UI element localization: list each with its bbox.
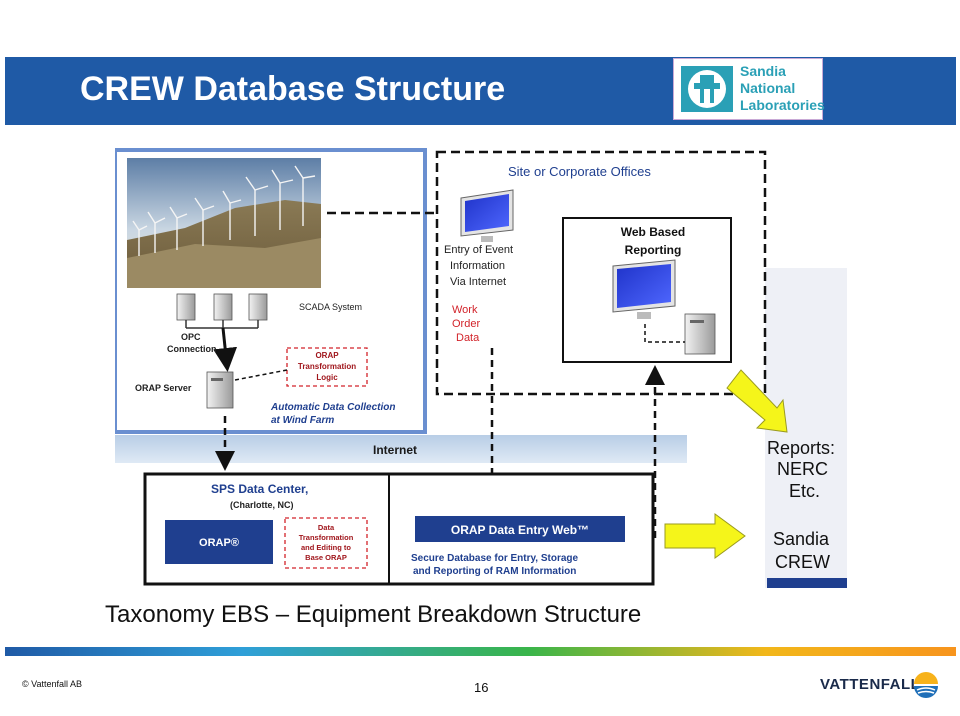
- logo-text: Sandia National Laboratories: [740, 63, 825, 113]
- entry-label-2: Information: [450, 260, 505, 272]
- sps-title-2: (Charlotte, NC): [230, 500, 294, 510]
- entry-label-1: Entry of Event: [444, 244, 513, 256]
- crew-diagram: SCADA System OPC Connection ORAP Server …: [115, 148, 847, 588]
- data-transform-2: Transformation: [299, 533, 354, 542]
- orap-box: [165, 520, 273, 564]
- reports-label-2: NERC: [777, 459, 828, 479]
- orap-transform-1: ORAP: [315, 351, 339, 360]
- orap-entry-label: ORAP Data Entry Web™: [451, 523, 589, 537]
- internet-label: Internet: [373, 443, 417, 457]
- scada-servers: [176, 293, 268, 329]
- data-transform-4: Base ORAP: [305, 553, 347, 562]
- work-order-2: Order: [452, 318, 480, 330]
- slide-title: CREW Database Structure: [80, 70, 506, 108]
- site-offices-label: Site or Corporate Offices: [508, 164, 651, 179]
- reporting-server: [684, 313, 716, 355]
- orap-transform-3: Logic: [316, 373, 338, 382]
- page-number: 16: [474, 680, 489, 695]
- vattenfall-logo-icon: [914, 672, 938, 698]
- work-order-3: Data: [456, 332, 480, 344]
- orap-transformation-box: [286, 347, 368, 387]
- web-reporting-1: Web Based: [621, 225, 685, 239]
- secure-db-2: and Reporting of RAM Information: [413, 566, 576, 577]
- copyright-text: © Vattenfall AB: [22, 679, 82, 689]
- opc-label-2: Connection: [167, 344, 217, 354]
- secure-db-1: Secure Database for Entry, Storage: [411, 553, 579, 564]
- vattenfall-logo-text: VATTENFALL: [820, 676, 921, 693]
- reports-label-1: Reports:: [767, 438, 835, 458]
- opc-arrow: [213, 327, 238, 372]
- entry-monitor: [460, 189, 514, 242]
- orap-transform-2: Transformation: [298, 362, 356, 371]
- orap-entry-bar: [415, 516, 625, 542]
- web-reporting-2: Reporting: [625, 243, 682, 257]
- orap-to-transform-link: [234, 369, 288, 381]
- footer-rule: [5, 647, 956, 656]
- reports-arrow: [726, 369, 788, 433]
- sandia-logo: Sandia National Laboratories: [673, 58, 825, 120]
- monitor-server-link: [644, 324, 685, 343]
- work-order-1: Work: [452, 304, 478, 316]
- entry-label-3: Via Internet: [450, 276, 506, 288]
- reports-label-3: Etc.: [789, 481, 820, 501]
- opc-label-1: OPC: [181, 332, 201, 342]
- reporting-monitor: [612, 259, 676, 319]
- crew-label-1: Sandia: [773, 529, 830, 549]
- wind-farm-photo: [127, 158, 321, 288]
- auto-collection-1: Automatic Data Collection: [270, 402, 395, 413]
- data-transform-3: and Editing to: [301, 543, 351, 552]
- thunderbird-icon: [681, 66, 733, 112]
- site-offices-box: [435, 150, 767, 396]
- crew-underline: [767, 578, 847, 588]
- internet-band: [115, 435, 687, 463]
- sps-title-1: SPS Data Center,: [211, 482, 308, 496]
- orap-server-label: ORAP Server: [135, 383, 192, 393]
- auto-collection-2: at Wind Farm: [271, 415, 334, 426]
- orap-server: [206, 371, 234, 409]
- data-transform-1: Data: [318, 523, 335, 532]
- orap-box-label: ORAP®: [199, 537, 239, 549]
- crew-arrow: [664, 513, 746, 559]
- scada-label: SCADA System: [299, 302, 362, 312]
- slide-caption: Taxonomy EBS – Equipment Breakdown Struc…: [105, 601, 642, 628]
- data-transform-box: [284, 517, 368, 569]
- crew-label-2: CREW: [775, 552, 830, 572]
